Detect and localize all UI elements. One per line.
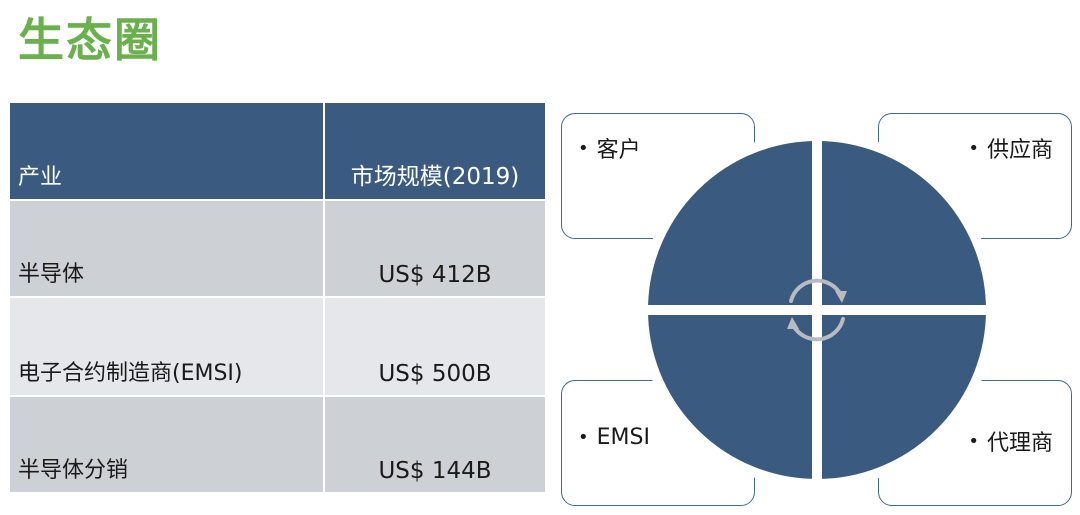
quadrant-bottom-right (812, 305, 997, 490)
row-industry: 半导体分销 (10, 397, 323, 492)
node-label: 代理商 (986, 431, 1053, 456)
bullet-icon: • (968, 137, 979, 159)
row-industry: 电子合约制造商(EMSI) (10, 298, 323, 395)
row-size: US$ 144B (325, 397, 545, 492)
header-industry: 产业 (10, 103, 323, 199)
bullet-icon: • (578, 427, 589, 448)
page-title: 生态圈 (18, 13, 162, 67)
quadrant-top-left (637, 130, 822, 315)
cycle-circle (637, 130, 997, 490)
quadrant-bottom-left (637, 305, 822, 490)
node-label: EMSI (596, 425, 650, 450)
row-industry: 半导体 (10, 201, 323, 296)
ecosystem-diagram: • 客户 • 供应商 • EMSI • 代理商 (555, 105, 1080, 515)
bullet-icon: • (968, 430, 979, 452)
node-label: 供应商 (986, 138, 1053, 163)
quadrants (637, 130, 997, 490)
row-size: US$ 412B (325, 201, 545, 296)
market-size-table: 产业 市场规模(2019) 半导体 US$ 412B 电子合约制造商(EMSI)… (10, 103, 545, 492)
bullet-icon: • (578, 137, 589, 159)
header-market-size: 市场规模(2019) (325, 103, 545, 199)
quadrant-top-right (812, 130, 997, 315)
node-label: 客户 (596, 138, 641, 163)
cycle-arrows-icon (787, 278, 847, 342)
row-size: US$ 500B (325, 298, 545, 395)
